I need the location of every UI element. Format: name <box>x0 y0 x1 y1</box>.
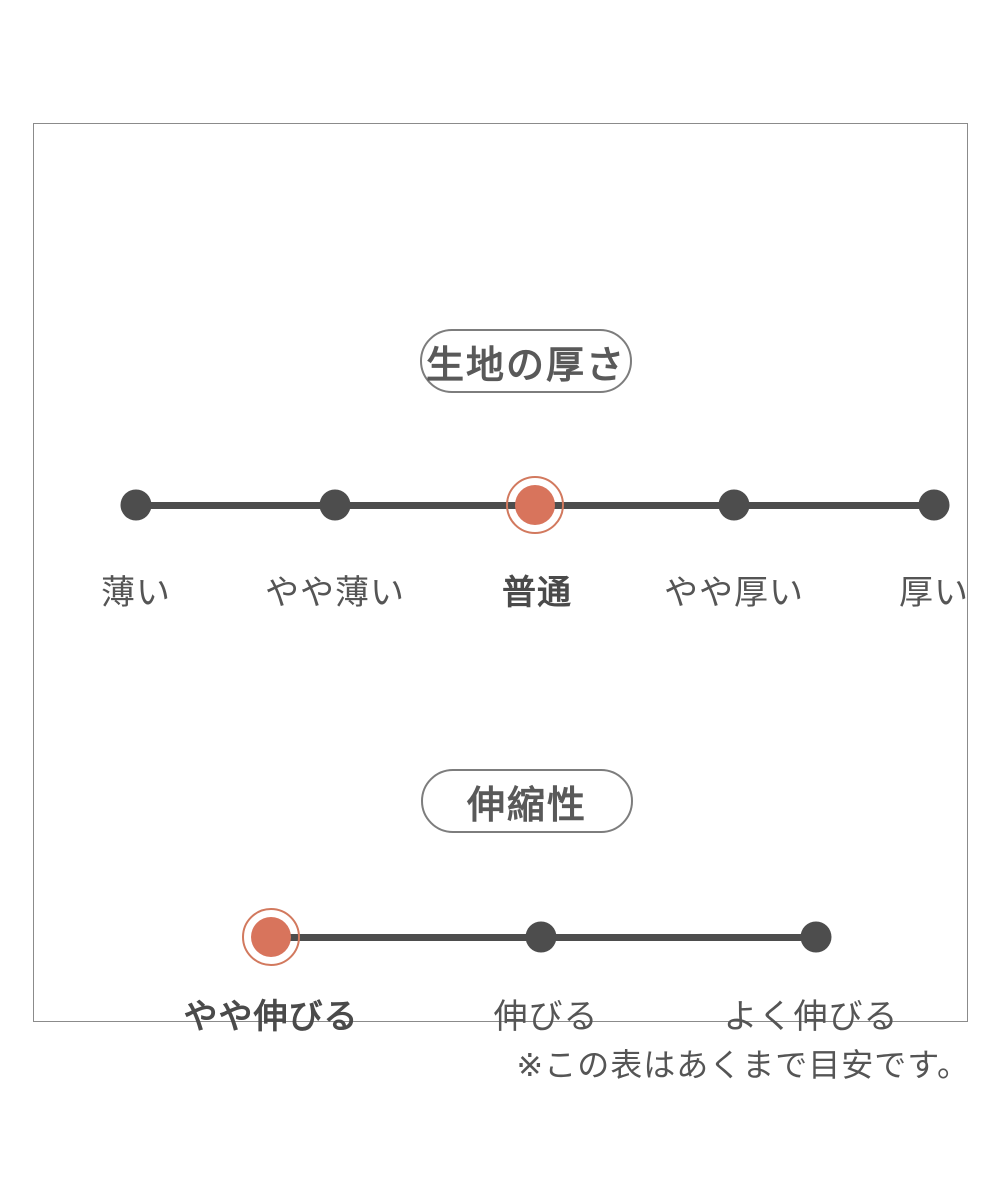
stretch-label-very: よく伸びる <box>723 998 899 1036</box>
stretch-title-pill: 伸縮性 <box>421 769 633 833</box>
thickness-dot-thick <box>918 489 950 521</box>
fabric-thickness-title: 生地の厚さ <box>425 344 626 387</box>
stretch-label-somewhat: やや伸びる <box>183 998 359 1036</box>
stretch-dot-somewhat <box>242 908 300 966</box>
thickness-label-thin: 薄い <box>101 574 171 612</box>
thickness-dot-somewhat-thick <box>718 489 750 521</box>
thickness-dot-thin <box>120 489 152 521</box>
stretch-title: 伸縮性 <box>466 784 587 827</box>
thickness-dot-somewhat-thin <box>319 489 351 521</box>
thickness-label-somewhat-thin: やや薄い <box>265 574 405 612</box>
stretch-label-stretches: 伸びる <box>493 998 599 1036</box>
thickness-label-thick: 厚い <box>899 574 969 612</box>
thickness-label-normal: 普通 <box>502 574 572 612</box>
fabric-thickness-title-pill: 生地の厚さ <box>420 329 632 393</box>
thickness-label-somewhat-thick: やや厚い <box>664 574 804 612</box>
thickness-dot-normal <box>506 476 564 534</box>
chart-frame: 生地の厚さ 薄い やや薄い 普通 やや厚い 厚い 伸縮性 やや伸びる 伸びる よ… <box>33 123 969 1036</box>
stretch-dot-very <box>800 921 832 953</box>
stretch-dot-stretches <box>525 921 557 953</box>
disclaimer-note: ※この表はあくまで目安です。 <box>516 1047 970 1083</box>
